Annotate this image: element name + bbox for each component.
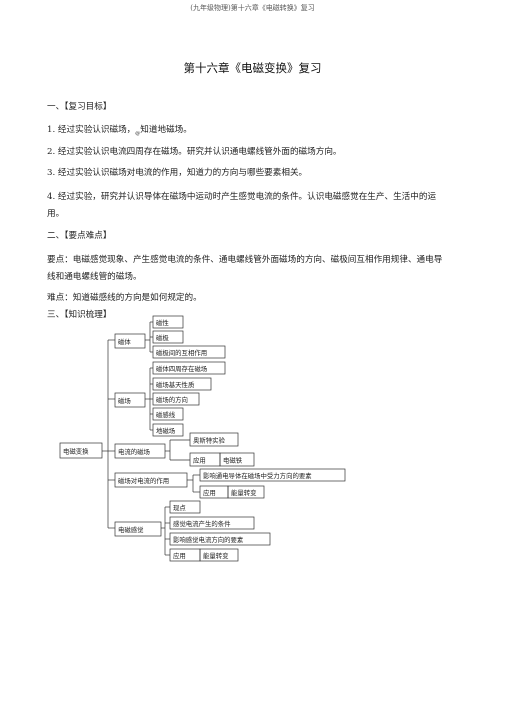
node-current-field: 电流的磁场	[118, 447, 150, 456]
node-induction-item-2: 感觉电流产生的条件	[173, 519, 231, 528]
node-force-energy: 能量转变	[231, 488, 257, 497]
difficult-points: 难点：知道磁感线的方向是如何规定的。	[47, 293, 202, 303]
section-points-heading: 二、【要点难点】	[47, 231, 112, 241]
node-field-item-5: 地磁场	[156, 426, 175, 435]
node-field-item-4: 磁感线	[156, 410, 176, 419]
node-induction-item-1: 现点	[173, 504, 186, 512]
goal-1: 1. 经过实验认识磁场，@知道地磁场。	[47, 124, 192, 141]
node-field-item-3: 磁场的方向	[156, 395, 188, 404]
node-magnet-item-3: 磁极间的互相作用	[156, 348, 207, 357]
page-header: (九年级物理)第十六章《电磁转换》复习	[190, 4, 315, 12]
node-field-item-2: 磁场基天性质	[156, 380, 195, 389]
node-field-item-1: 磁体四周存在磁场	[156, 364, 207, 373]
goal-2: 2. 经过实验认识电流四周存在磁场。研究并认识通电螺线管外面的磁场方向。	[47, 147, 342, 157]
node-force-factor: 影响通电导体在磁场中受力方向的要素	[203, 471, 312, 480]
goal-1-sub: @	[135, 130, 141, 137]
key-points: 要点：电磁感觉现象、产生感觉电流的条件、通电螺线管外面磁场的方向、磁极间互相作用…	[47, 255, 443, 282]
node-current-app: 应用	[193, 456, 206, 465]
node-field: 磁场	[118, 396, 131, 405]
node-magnet-item-1: 磁性	[156, 318, 169, 327]
node-electromagnet: 电磁铁	[223, 456, 243, 465]
goal-1-text: 1. 经过实验认识磁场，	[47, 125, 136, 135]
page-title: 第十六章《电磁变换》复习	[183, 61, 322, 75]
node-force-app: 应用	[203, 488, 216, 497]
node-force: 磁场对电流的作用	[118, 476, 169, 485]
goal-3: 3. 经过实验认识磁场对电流的作用，知道力的方向与哪些要素相关。	[47, 168, 308, 178]
node-induction-app: 应用	[173, 551, 186, 560]
node-magnet-item-2: 磁极	[156, 333, 169, 342]
goal-4: 4. 经过实验，研究并认识导体在磁场中运动时产生感觉电流的条件。认识电磁感觉在生…	[47, 192, 437, 219]
node-induction-item-3: 影响感觉电流方向的要素	[173, 535, 244, 544]
node-magnet: 磁体	[118, 337, 131, 346]
section-knowledge-heading: 三、【知识梳理】	[47, 310, 112, 320]
node-root: 电磁变换	[63, 447, 89, 456]
section-goals-heading: 一、【复习目标】	[47, 102, 112, 112]
goal-1-tail: 知道地磁场。	[140, 125, 192, 135]
node-induction: 电磁感觉	[118, 525, 144, 534]
node-induction-energy: 能量转变	[203, 551, 229, 560]
node-oersted: 奥斯特实验	[193, 436, 226, 445]
